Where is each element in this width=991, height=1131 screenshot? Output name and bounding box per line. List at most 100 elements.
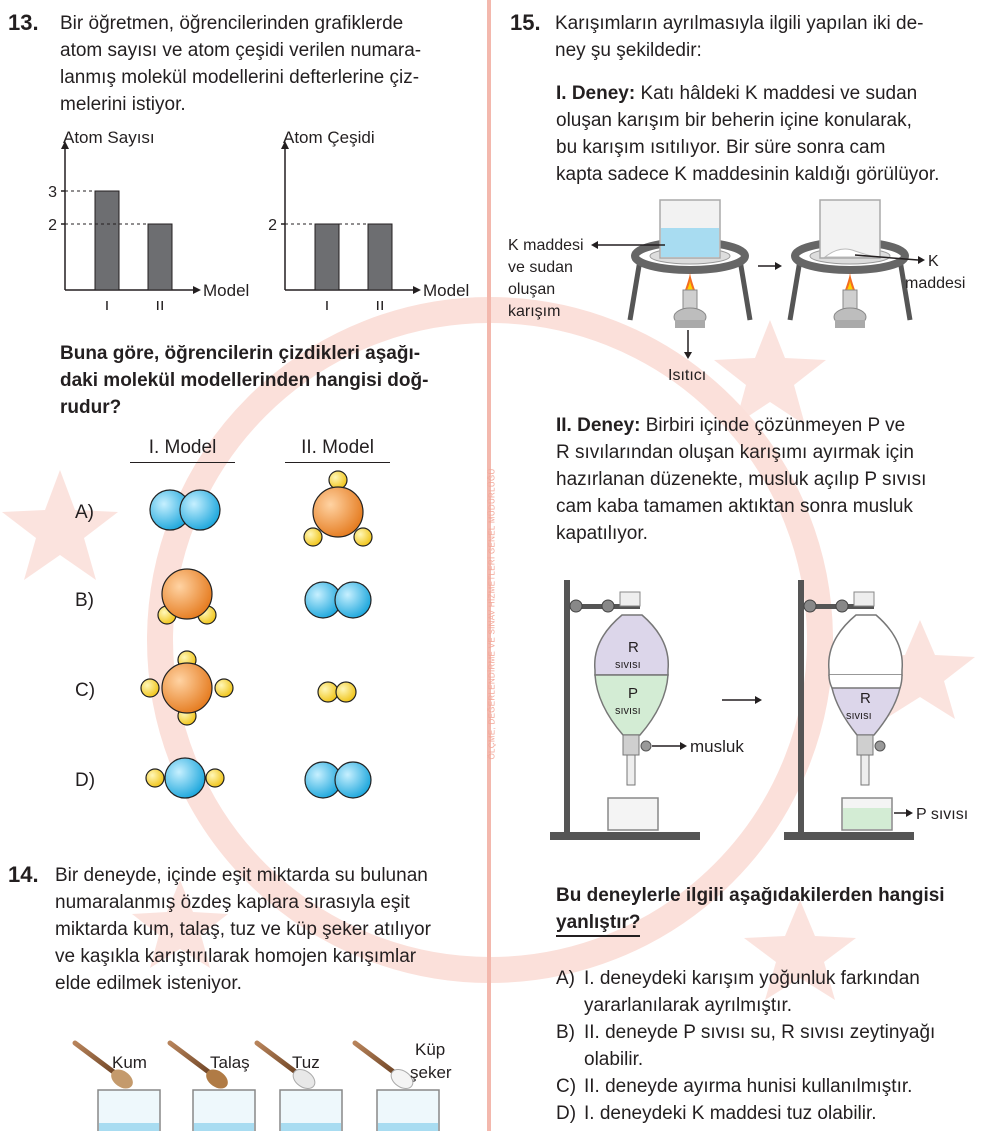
answer-a-letter: A) bbox=[556, 968, 575, 989]
collector-beaker-1 bbox=[607, 797, 659, 831]
q15-exp2-line: II. Deney: Birbiri içinde çözünmeyen P v… bbox=[556, 412, 981, 439]
label-p: P bbox=[628, 685, 638, 702]
q15-answers: A) I. deneydeki karışım yoğunluk farkınd… bbox=[556, 965, 986, 1127]
watermark-star bbox=[744, 900, 856, 1000]
q13-prompt: Buna göre, öğrencilerin çizdikleri aşağı… bbox=[60, 340, 480, 421]
spoon-icon bbox=[72, 1040, 133, 1089]
q13-text-line: atom sayısı ve atom çeşidi verilen numar… bbox=[60, 40, 422, 61]
x-tick-label: I bbox=[325, 299, 329, 310]
label-r-sub: sıvısı bbox=[615, 659, 641, 671]
q14-text-line: ve kaşıkla karıştırılarak homojen karışı… bbox=[55, 946, 417, 967]
q13-text-line: lanmış molekül modellerini defterlerine … bbox=[60, 67, 420, 88]
separating-funnel-2 bbox=[827, 591, 904, 786]
q15-intro-line: Karışımların ayrılmasıyla ilgili yapılan… bbox=[555, 13, 924, 34]
exp2-title: II. Deney: bbox=[556, 415, 641, 436]
q15-exp2-line: hazırlanan düzenekte, musluk açılıp P sı… bbox=[556, 469, 927, 490]
label-p-out: P sıvısı bbox=[916, 806, 968, 823]
label-r2: R bbox=[860, 690, 871, 707]
q13-text-line: Bir öğretmen, öğrencilerinden grafiklerd… bbox=[60, 13, 404, 34]
label-k-sub: maddesi bbox=[905, 275, 965, 292]
molecule-options bbox=[140, 470, 373, 799]
q14-text: Bir deneyde, içinde eşit miktarda su bul… bbox=[55, 862, 475, 997]
model-header-2: II. Model bbox=[285, 437, 390, 463]
label-heater: Isıtıcı bbox=[668, 367, 706, 384]
label-mix-4: karışım bbox=[508, 303, 560, 320]
answer-a[interactable]: A) I. deneydeki karışım yoğunluk farkınd… bbox=[556, 965, 986, 1019]
funnel-stand-1 bbox=[550, 580, 700, 840]
answer-a-line: I. deneydeki karışım yoğunluk farkından bbox=[584, 968, 920, 989]
x-axis-label: Model bbox=[423, 281, 469, 300]
y-axis-label: Atom Sayısı bbox=[63, 128, 155, 147]
exp2-text: Birbiri içinde çözünmeyen P ve bbox=[640, 415, 906, 436]
label-mix-2: ve sudan bbox=[508, 259, 573, 276]
option-b-model-1 bbox=[157, 568, 217, 625]
spoon-icon bbox=[167, 1040, 228, 1089]
label-k: K bbox=[928, 253, 939, 270]
q13-text: Bir öğretmen, öğrencilerinden grafiklerd… bbox=[60, 10, 470, 118]
label-tap: musluk bbox=[690, 737, 744, 756]
label-kup: Küp bbox=[415, 1040, 445, 1059]
y-tick-label: 3 bbox=[48, 184, 57, 201]
exp1-title: I. Deney: bbox=[556, 83, 636, 104]
q13-prompt-line: daki molekül modellerinden hangisi doğ- bbox=[60, 370, 429, 391]
answer-d[interactable]: D) I. deneydeki K maddesi tuz olabilir. bbox=[556, 1100, 986, 1127]
separating-funnel-1 bbox=[593, 591, 670, 786]
q15-exp2-line: cam kaba tamamen aktıktan sonra musluk bbox=[556, 496, 913, 517]
answer-d-letter: D) bbox=[556, 1103, 577, 1124]
y-axis-arrow bbox=[281, 141, 289, 149]
x-axis-arrow bbox=[193, 286, 201, 294]
option-d-label[interactable]: D) bbox=[75, 770, 96, 791]
q14-figure: Kum Talaş Tuz Küp şeker bbox=[72, 1040, 452, 1131]
label-r: R bbox=[628, 639, 639, 656]
option-c-label[interactable]: C) bbox=[75, 680, 96, 701]
option-d-model-1 bbox=[145, 757, 225, 799]
answer-c-letter: C) bbox=[556, 1076, 577, 1097]
q14-text-line: elde edilmek isteniyor. bbox=[55, 973, 242, 994]
label-r2-sub: sıvısı bbox=[846, 710, 872, 722]
q13-number: 13. bbox=[8, 10, 39, 35]
option-a-model-1 bbox=[149, 489, 221, 531]
label-kum: Kum bbox=[112, 1053, 147, 1072]
label-seker: şeker bbox=[410, 1063, 452, 1082]
q15-intro: Karışımların ayrılmasıyla ilgili yapılan… bbox=[555, 10, 975, 64]
q15-question-line-2: yanlıştır? bbox=[556, 911, 641, 937]
answer-a-line: yararlanılarak ayrılmıştır. bbox=[584, 995, 792, 1016]
watermark-star bbox=[714, 320, 826, 425]
answer-d-line: I. deneydeki K maddesi tuz olabilir. bbox=[584, 1103, 877, 1124]
label-mix-3: oluşan bbox=[508, 281, 555, 298]
q15-number: 15. bbox=[510, 10, 541, 35]
option-c-model-2 bbox=[317, 681, 357, 703]
answer-c[interactable]: C) II. deneyde ayırma hunisi kullanılmış… bbox=[556, 1073, 986, 1100]
q15-exp1-line: oluşan karışım bir beherin içine konular… bbox=[556, 110, 912, 131]
x-tick-label: I bbox=[105, 299, 109, 310]
option-a-label[interactable]: A) bbox=[75, 502, 94, 523]
q15-exp2-line: kapatılıyor. bbox=[556, 523, 648, 544]
y-axis-label: Atom Çeşidi bbox=[283, 128, 375, 147]
option-c-model-1 bbox=[140, 650, 234, 726]
q15-exp1-line: bu karışım ısıtılıyor. Bir süre sonra ca… bbox=[556, 137, 886, 158]
q13-text-line: melerini istiyor. bbox=[60, 94, 186, 115]
q15-figure-1: Isıtıcı K maddesi ve sudan oluşan karışı… bbox=[508, 199, 965, 384]
watermark-star bbox=[2, 470, 118, 580]
q14-text-line: miktarda kum, talaş, tuz ve küp şeker at… bbox=[55, 919, 431, 940]
answer-b-line: II. deneyde P sıvısı su, R sıvısı zeytin… bbox=[584, 1022, 936, 1043]
q14-text-line: numaralanmış özdeş kaplara sırasıyla eşi… bbox=[55, 892, 410, 913]
q15-exp1-line: I. Deney: Katı hâldeki K maddesi ve suda… bbox=[556, 80, 981, 107]
q15-question: Bu deneylerle ilgili aşağıdakilerden han… bbox=[556, 882, 986, 937]
bar-I bbox=[314, 223, 340, 291]
burner-1 bbox=[673, 272, 707, 328]
model-header-1: I. Model bbox=[130, 437, 235, 463]
q15-question-line-1: Bu deneylerle ilgili aşağıdakilerden han… bbox=[556, 885, 945, 906]
q15-exp2: II. Deney: Birbiri içinde çözünmeyen P v… bbox=[556, 412, 981, 547]
option-b-label[interactable]: B) bbox=[75, 590, 94, 611]
answer-b[interactable]: B) II. deneyde P sıvısı su, R sıvısı zey… bbox=[556, 1019, 986, 1073]
exp1-text: Katı hâldeki K maddesi ve sudan bbox=[635, 83, 918, 104]
bar-II bbox=[147, 223, 173, 291]
q15-exp2-line: R sıvılarından oluşan karışımı ayırmak i… bbox=[556, 442, 914, 463]
q15-intro-line: ney şu şekildedir: bbox=[555, 40, 702, 61]
x-tick-label: II bbox=[376, 299, 385, 310]
answer-c-line: II. deneyde ayırma hunisi kullanılmıştır… bbox=[584, 1076, 913, 1097]
option-d-model-2 bbox=[304, 761, 372, 799]
answer-b-line: olabilir. bbox=[584, 1049, 644, 1070]
